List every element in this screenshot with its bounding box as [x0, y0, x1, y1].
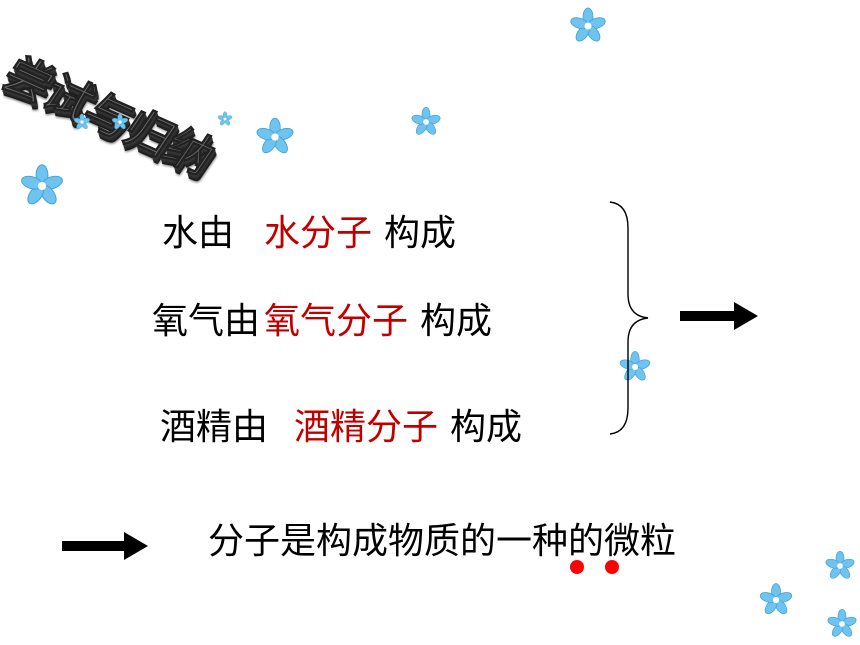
flower-icon: [824, 550, 856, 581]
statement-suffix: 构成: [384, 213, 457, 254]
statement-water: 水由水分子构成: [162, 204, 456, 256]
flower-icon: [254, 117, 296, 156]
flower-icon: [19, 164, 65, 208]
flower-icon: [111, 113, 129, 131]
flower-icon: [410, 106, 442, 137]
statement-prefix: 氧气由: [152, 301, 261, 342]
conclusion-text: 分子是构成物质的一种的微粒: [208, 521, 677, 562]
flower-icon: [758, 583, 794, 617]
statement-answer: 酒精分子: [294, 407, 439, 448]
emphasis-dot-icon: [570, 560, 584, 574]
right-brace-icon: [609, 201, 649, 435]
emphasis-dot-icon: [605, 560, 619, 574]
statement-suffix: 构成: [420, 301, 493, 342]
flower-icon: [73, 113, 91, 131]
statement-prefix: 酒精由: [160, 407, 269, 448]
right-arrow-icon: [680, 302, 758, 330]
statement-alcohol: 酒精由酒精分子构成: [160, 398, 522, 450]
statement-oxygen: 氧气由氧气分子构成: [152, 292, 492, 344]
statement-prefix: 水由: [162, 213, 235, 254]
flower-icon: [217, 111, 233, 127]
statement-answer: 水分子: [264, 213, 373, 254]
statement-answer: 氧气分子: [264, 301, 409, 342]
right-arrow-icon: [62, 532, 148, 560]
statement-suffix: 构成: [450, 407, 523, 448]
flower-icon: [826, 608, 858, 639]
flower-icon: [568, 7, 608, 45]
